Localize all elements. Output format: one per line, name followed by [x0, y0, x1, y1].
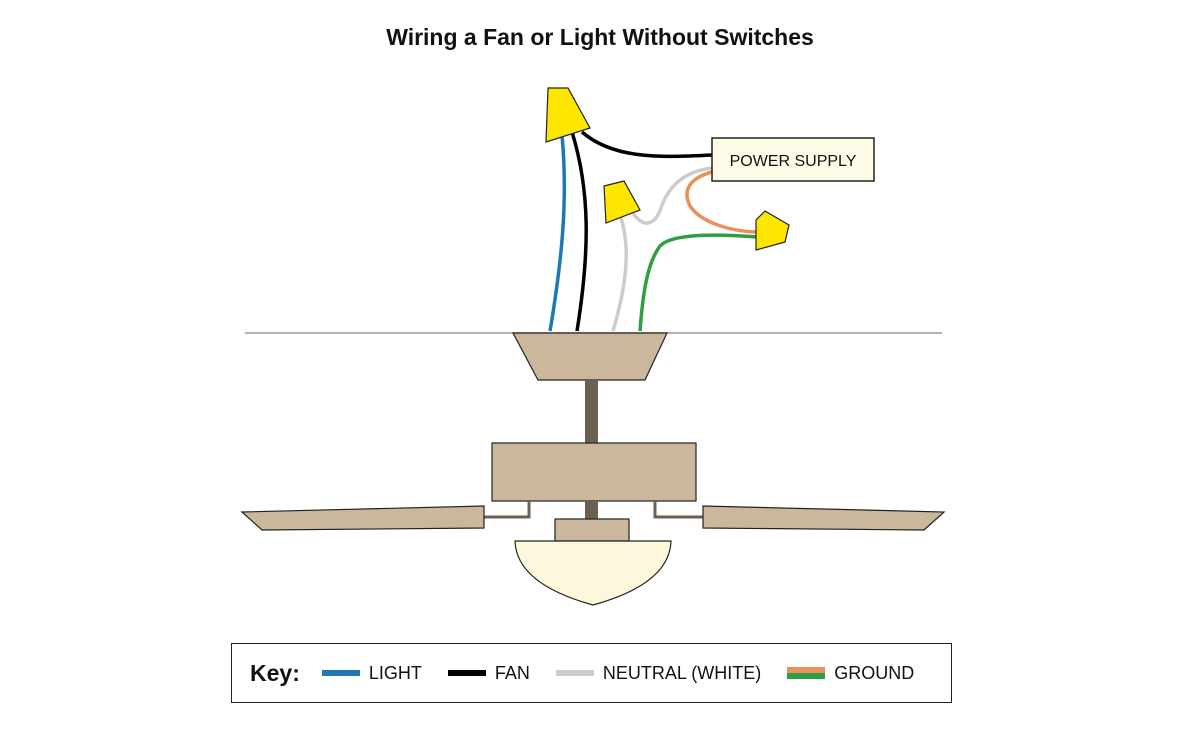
ground-wire-copper: [685, 170, 759, 234]
fan-wire-black: [570, 131, 588, 332]
left-fan-blade: [240, 505, 485, 531]
key-swatch-fan: [447, 670, 486, 676]
key-label-neutral: NEUTRAL (WHITE): [602, 662, 762, 683]
supply-black-wire: [580, 130, 713, 159]
power-supply-box: [711, 137, 875, 182]
key-swatch-neutral: [555, 670, 594, 676]
key-item-neutral: NEUTRAL (WHITE): [555, 662, 762, 684]
fan-motor-housing: [491, 442, 697, 502]
key-swatch-ground: [787, 667, 826, 679]
ground-wire-green: [638, 233, 759, 332]
right-fan-blade: [702, 505, 946, 531]
neutral-wire-white-ceiling: [611, 214, 628, 332]
wire-connector-top: [545, 87, 591, 143]
diagram-title: Wiring a Fan or Light Without Switches: [386, 24, 814, 50]
fan-downrod: [585, 380, 598, 443]
light-globe: [514, 540, 672, 606]
key-swatch-light: [321, 670, 360, 676]
fan-lower-stem: [585, 501, 598, 519]
key-title: Key:: [250, 659, 300, 686]
wire-connector-neutral: [603, 180, 641, 224]
key-label-light: LIGHT: [368, 662, 422, 683]
key-label-fan: FAN: [494, 662, 530, 683]
key-item-light: LIGHT: [321, 662, 422, 684]
power-supply-label: POWER SUPPLY: [730, 153, 857, 170]
key-label-ground: GROUND: [834, 662, 915, 683]
wire-connector-ground: [755, 210, 790, 251]
key-item-ground: GROUND: [787, 663, 914, 684]
wire-color-key: Key: LIGHT FAN NEUTRAL (WHITE) GROUND: [231, 643, 952, 703]
right-blade-arm: [653, 501, 703, 519]
neutral-wire-white-supply: [630, 166, 713, 225]
left-blade-arm: [484, 501, 531, 519]
key-item-fan: FAN: [447, 662, 530, 684]
fan-canopy: [512, 332, 668, 381]
light-wire-blue: [548, 134, 567, 332]
light-kit-cap: [554, 518, 630, 542]
